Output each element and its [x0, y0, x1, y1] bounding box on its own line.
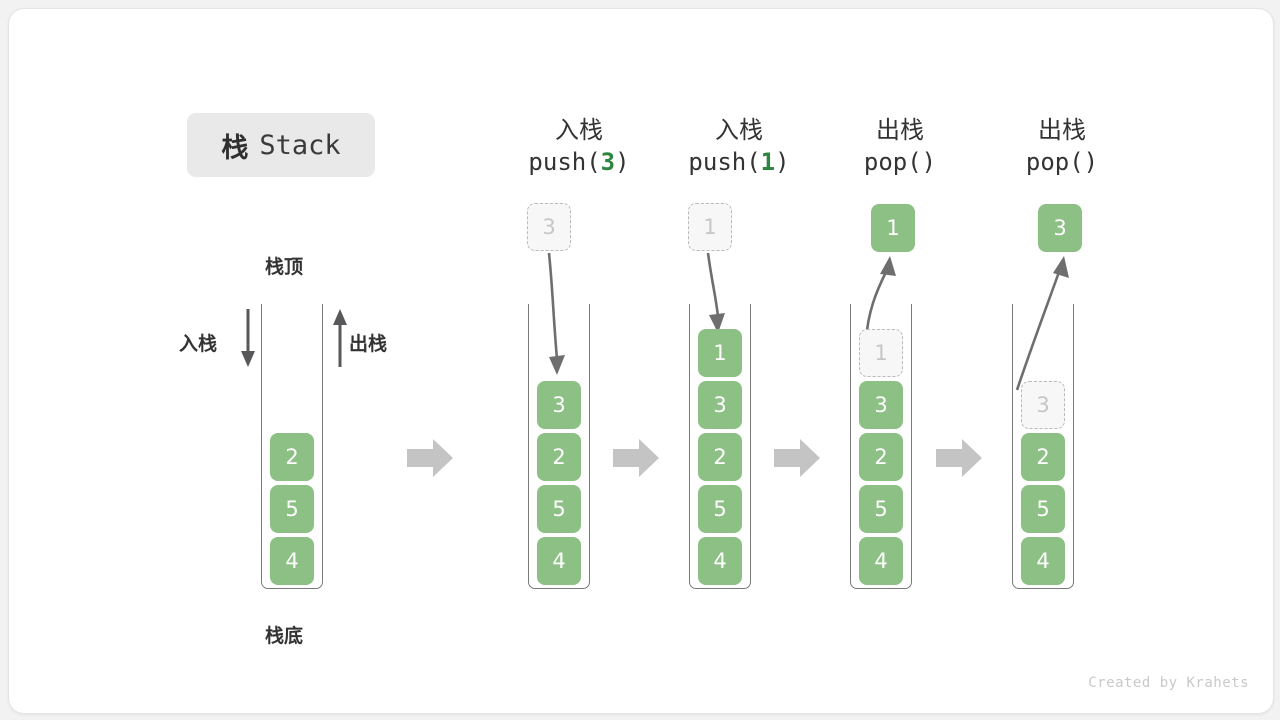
stack-cell: 2	[537, 433, 581, 481]
step-op-zh-2: 出栈	[876, 116, 924, 144]
step-header-2: 出栈 pop()	[820, 115, 980, 179]
flow-arrow-icon	[774, 439, 820, 477]
step-op-zh-3: 出栈	[1038, 116, 1086, 144]
code-prefix-3: pop(	[1025, 148, 1084, 176]
step-chip-0: 3	[527, 203, 571, 251]
stack-cell: 2	[1021, 433, 1065, 481]
code-prefix-1: push(	[688, 148, 761, 176]
code-suffix-1: )	[775, 148, 790, 176]
flow-arrow-icon	[613, 439, 659, 477]
stack-container	[261, 304, 323, 589]
stack-cell: 4	[698, 537, 742, 585]
stack-container	[1012, 304, 1074, 589]
label-pop-side: 出栈	[349, 333, 388, 355]
page-title: 栈 Stack	[187, 113, 375, 177]
label-stack-top: 栈顶	[265, 256, 304, 278]
push-direction-arrow-icon	[241, 309, 255, 367]
title-en: Stack	[259, 129, 341, 161]
flow-arrow-icon	[407, 439, 453, 477]
pop-curve-arrow-icon-3	[1015, 256, 1069, 391]
step-op-zh-1: 入栈	[715, 116, 763, 144]
stack-cell: 2	[698, 433, 742, 481]
step-chip-2: 1	[871, 204, 915, 252]
code-arg-0: 3	[600, 148, 616, 176]
code-prefix-2: pop(	[863, 148, 922, 176]
step-op-zh-0: 入栈	[555, 116, 603, 144]
stack-cell: 2	[859, 433, 903, 481]
stack-cell: 4	[1021, 537, 1065, 585]
stack-cell: 5	[537, 485, 581, 533]
step-header-1: 入栈 push(1)	[659, 115, 819, 179]
stack-container	[850, 304, 912, 589]
pop-direction-arrow-icon	[333, 309, 347, 367]
push-curve-arrow-icon-1	[706, 252, 725, 333]
stack-cell: 3	[1021, 381, 1065, 429]
step-op-code-2: pop()	[820, 145, 980, 179]
stack-cell: 3	[698, 381, 742, 429]
stack-cell: 4	[537, 537, 581, 585]
step-op-code-1: push(1)	[659, 145, 819, 179]
step-chip-3: 3	[1038, 204, 1082, 252]
code-suffix-3: )	[1083, 148, 1099, 176]
footer-credit: Created by Krahets	[1088, 675, 1249, 691]
step-header-3: 出栈 pop()	[982, 115, 1142, 179]
flow-arrow-icon	[936, 439, 982, 477]
code-arg-1: 1	[760, 148, 776, 176]
stack-cell: 4	[859, 537, 903, 585]
step-header-0: 入栈 push(3)	[499, 115, 659, 179]
title-zh: 栈	[221, 132, 250, 164]
stack-cell: 3	[859, 381, 903, 429]
stack-cell: 5	[698, 485, 742, 533]
code-suffix-2: )	[921, 148, 937, 176]
stack-cell: 1	[859, 329, 903, 377]
push-curve-arrow-icon-0	[547, 252, 565, 375]
stack-cell: 3	[537, 381, 581, 429]
label-push-side: 入栈	[179, 333, 218, 355]
stack-cell: 1	[698, 329, 742, 377]
stack-cell: 2	[270, 433, 314, 481]
stack-container	[528, 304, 590, 589]
step-op-code-0: push(3)	[499, 145, 659, 179]
code-suffix-0: )	[615, 148, 630, 176]
code-prefix-0: push(	[528, 148, 601, 176]
stack-cell: 5	[859, 485, 903, 533]
label-stack-bottom: 栈底	[265, 625, 304, 647]
stack-cell: 5	[270, 485, 314, 533]
stack-cell: 5	[1021, 485, 1065, 533]
step-op-code-3: pop()	[982, 145, 1142, 179]
stack-container	[689, 304, 751, 589]
step-chip-1: 1	[688, 203, 732, 251]
stack-cell: 4	[270, 537, 314, 585]
